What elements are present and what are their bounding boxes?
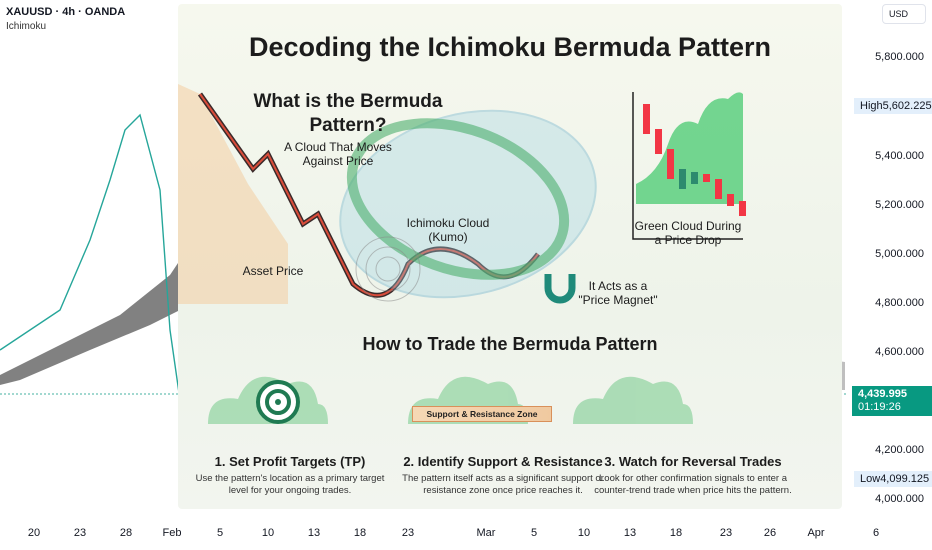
high-label: High (860, 100, 883, 112)
time-tick: 13 (623, 527, 637, 539)
time-tick: Apr (807, 527, 825, 539)
step-text: Look for other confirmation signals to e… (594, 473, 792, 496)
infographic-panel: Decoding the Ichimoku Bermuda Pattern Wh… (178, 4, 842, 509)
chart-plot-area[interactable]: XAUUSD · 4h · OANDA Ichimoku Decoding th… (0, 0, 848, 515)
downtrend-shade (178, 84, 288, 304)
time-tick: Feb (162, 527, 182, 539)
price-tick: 5,400.000 (875, 150, 924, 162)
what-is-heading: What is the Bermuda Pattern? (253, 91, 443, 136)
price-magnet-label: It Acts as a "Price Magnet" (578, 279, 658, 307)
bar-countdown: 01:19:26 (858, 401, 901, 413)
cloud-moves-label: A Cloud That Moves Against Price (284, 140, 392, 168)
step-text: The pattern itself acts as a significant… (402, 473, 604, 496)
price-tick: 4,800.000 (875, 297, 924, 309)
step-title: 2. Identify Support & Resistance (403, 454, 603, 469)
time-tick: 28 (119, 527, 133, 539)
support-resistance-zone-label: Support & Resistance Zone (412, 406, 552, 422)
price-tick: 5,200.000 (875, 199, 924, 211)
kumo-ribbon-green (346, 118, 570, 280)
asset-price-label: Asset Price (242, 264, 304, 278)
price-tick: 5,000.000 (875, 248, 924, 260)
time-tick: 20 (27, 527, 41, 539)
price-tick: 4,600.000 (875, 346, 924, 358)
ripple-circles (355, 236, 421, 302)
price-tick: 4,200.000 (875, 444, 924, 456)
symbol-title[interactable]: XAUUSD · 4h · OANDA (6, 6, 126, 18)
time-tick: 5 (216, 527, 224, 539)
price-tick: 4,000.000 (875, 493, 924, 505)
magnet-icon (544, 274, 576, 304)
time-tick: 6 (872, 527, 880, 539)
inset-candle-chart (632, 92, 746, 240)
time-tick: Mar (476, 527, 496, 539)
step-profit-targets: 1. Set Profit Targets (TP) Use the patter… (190, 454, 390, 497)
price-tick: 5,800.000 (875, 51, 924, 63)
currency-selector[interactable]: USD (882, 4, 926, 24)
time-tick: 23 (719, 527, 733, 539)
target-icon (256, 380, 300, 424)
kumo-label: Ichimoku Cloud (Kumo) (406, 216, 490, 244)
time-tick: 10 (577, 527, 591, 539)
time-tick: 18 (353, 527, 367, 539)
infographic-title: Decoding the Ichimoku Bermuda Pattern (248, 32, 772, 62)
time-tick: 5 (530, 527, 538, 539)
step-title: 1. Set Profit Targets (TP) (214, 454, 366, 469)
time-tick: 23 (73, 527, 87, 539)
high-value: 5,602.225 (882, 100, 932, 112)
how-to-heading: How to Trade the Bermuda Pattern (362, 334, 658, 354)
infographic-art (178, 84, 746, 424)
time-tick: 26 (763, 527, 777, 539)
low-value: 4,099.125 (880, 473, 930, 485)
green-cloud-label: Green Cloud During a Price Drop (634, 219, 742, 247)
time-tick: 23 (401, 527, 415, 539)
time-tick: 13 (307, 527, 321, 539)
current-price: 4,439.995 (858, 388, 907, 400)
time-tick: 18 (669, 527, 683, 539)
indicator-label[interactable]: Ichimoku (6, 21, 47, 32)
low-label: Low (860, 473, 881, 485)
step-title: 3. Watch for Reversal Trades (604, 454, 782, 469)
time-tick: 10 (261, 527, 275, 539)
time-axis[interactable]: 20 23 28 Feb 5 10 13 18 23 Mar 5 10 13 18 23 26 Apr 6 (0, 515, 932, 550)
step-text: Use the pattern's location as a primary … (195, 473, 385, 496)
